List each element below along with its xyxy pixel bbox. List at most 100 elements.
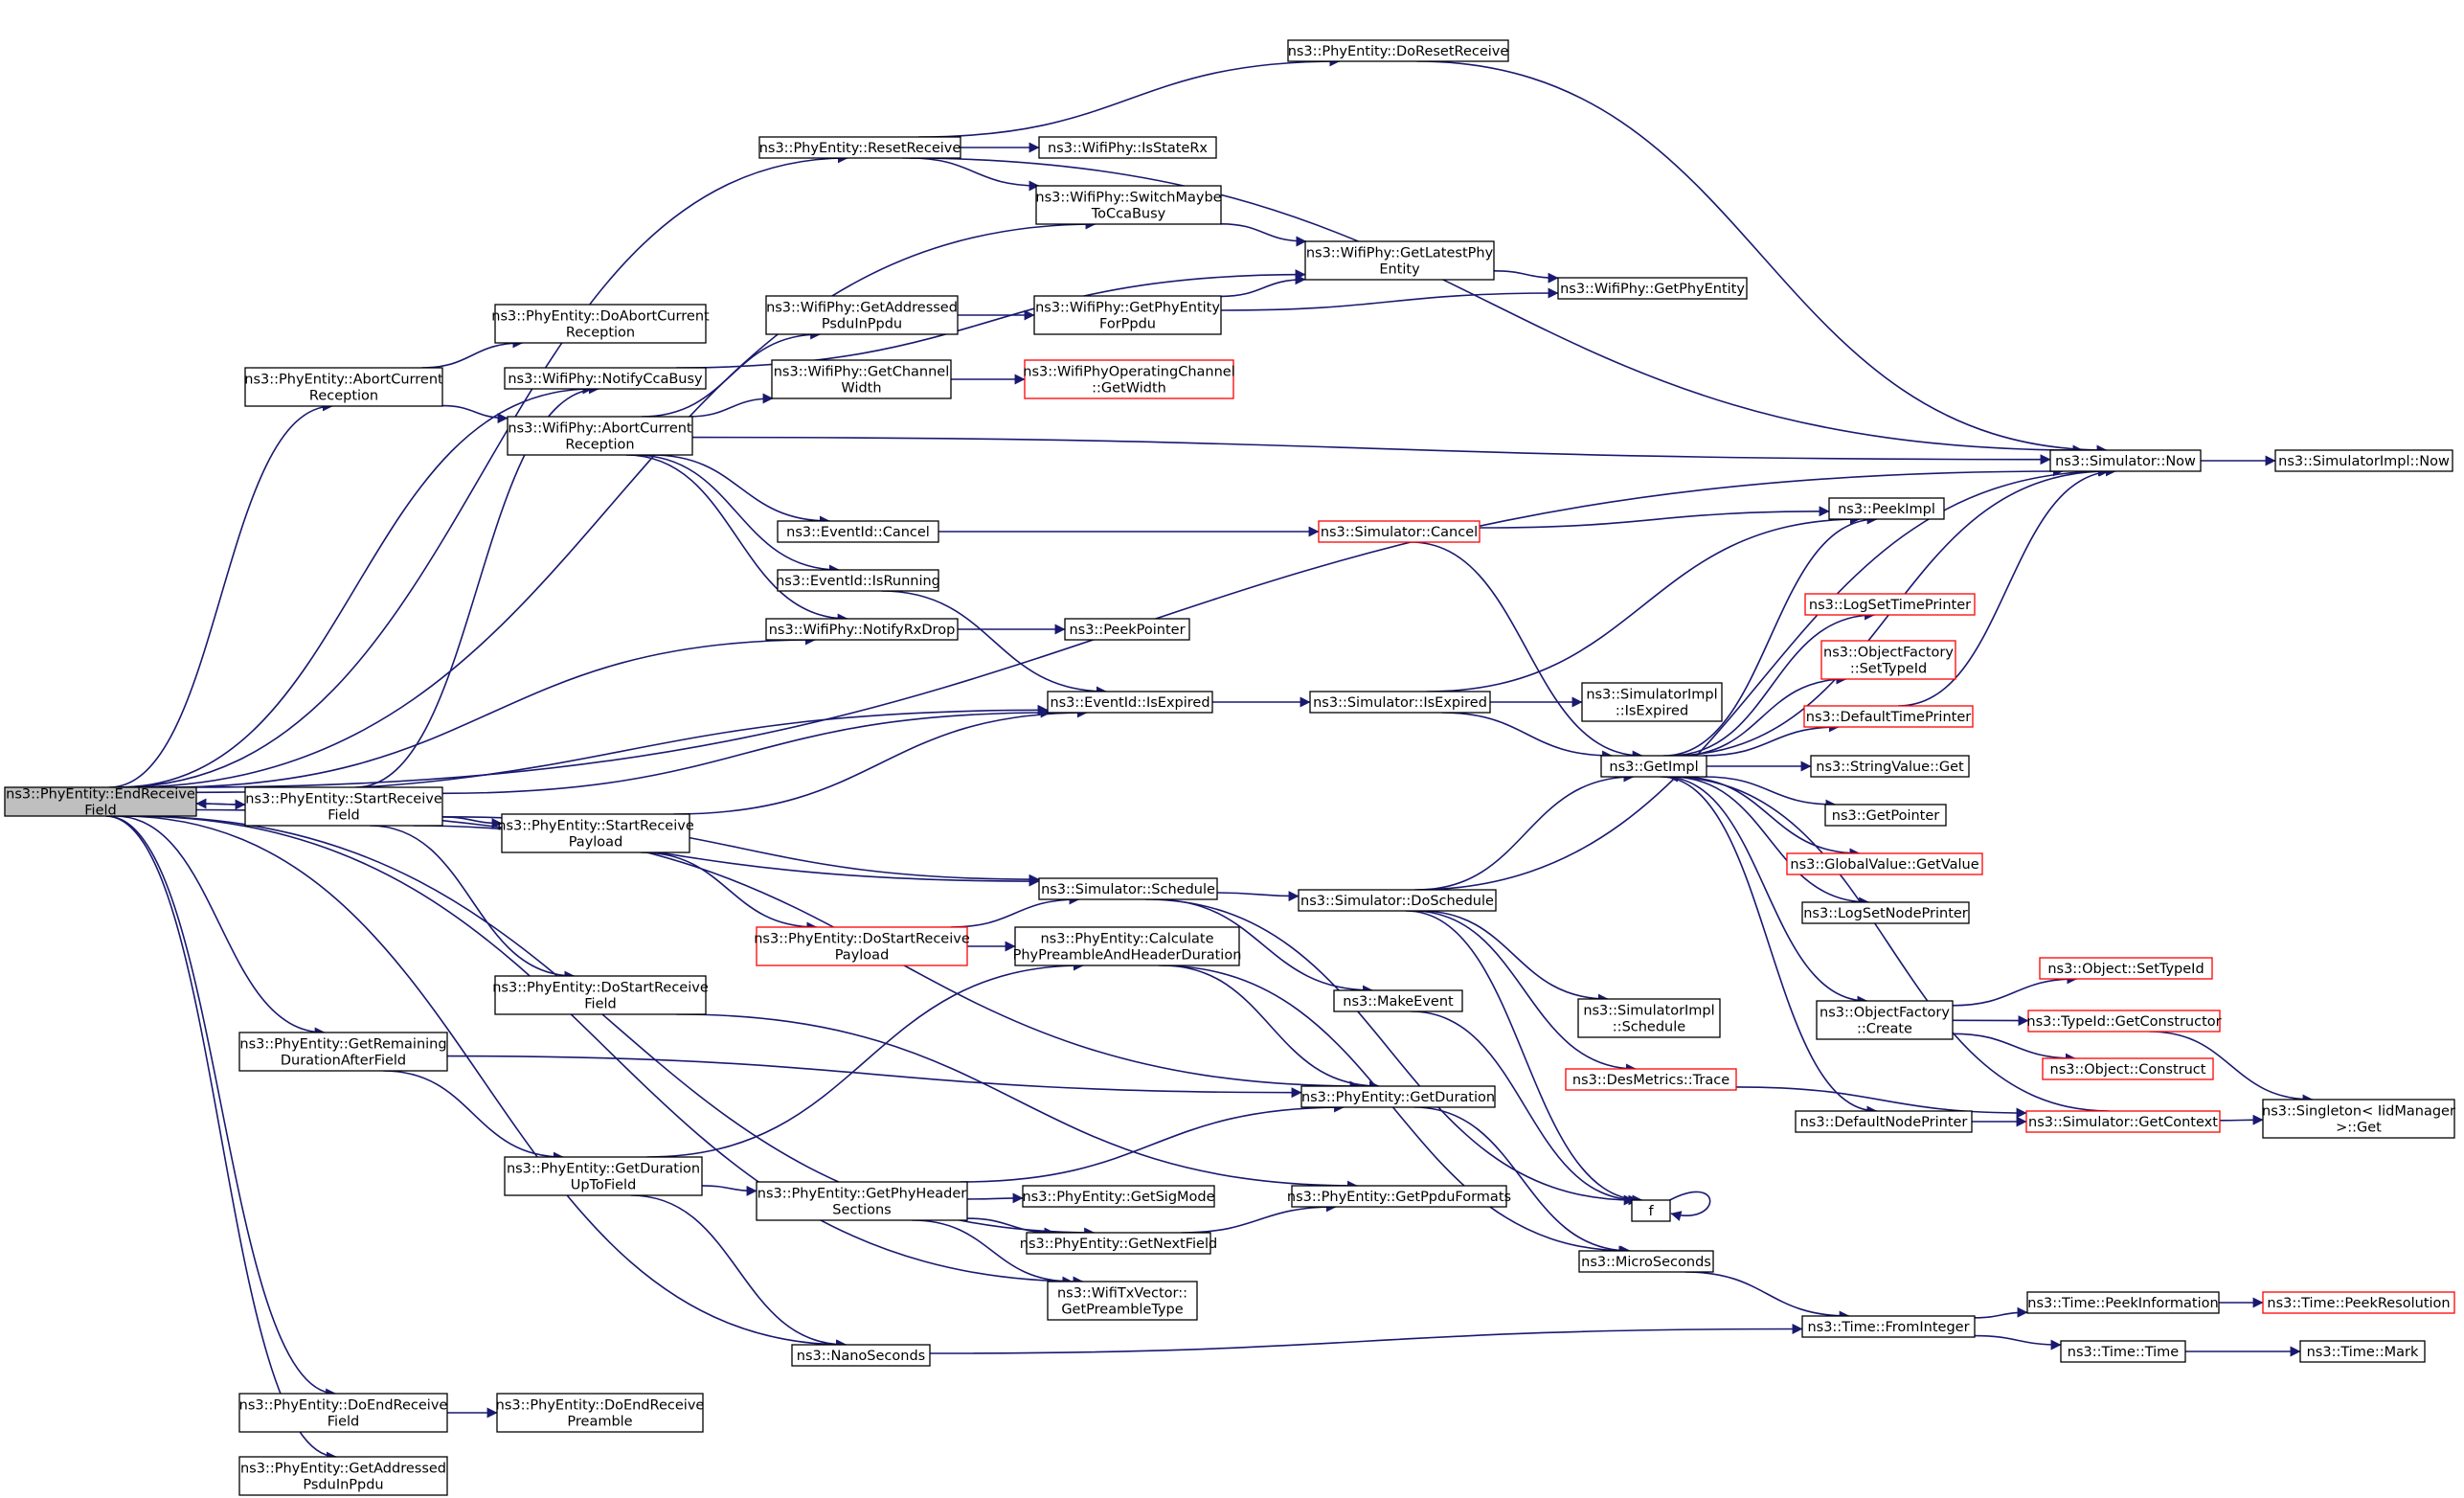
node-label: Sections — [832, 1203, 891, 1218]
function-node[interactable]: ns3::Simulator::IsExpired — [1309, 691, 1491, 714]
function-node[interactable]: ns3::PhyEntity::ResetReceive — [758, 136, 961, 159]
call-edge-n46-n49 — [446, 1055, 1302, 1099]
function-node[interactable]: ns3::SimulatorImpl::IsExpired — [1581, 682, 1723, 722]
call-edge-n58-n56 — [1181, 1201, 1337, 1234]
node-box — [4, 786, 197, 817]
call-edge-n10-n14 — [441, 404, 509, 424]
call-edge-n9-n5 — [1220, 274, 1306, 298]
node-box — [756, 1181, 968, 1221]
function-node[interactable]: ns3::StringValue::Get — [1810, 755, 1970, 778]
function-node[interactable]: ns3::DesMetrics::Trace — [1565, 1068, 1737, 1091]
function-node[interactable]: ns3::Time::PeekResolution — [2262, 1291, 2455, 1314]
function-node[interactable]: ns3::Object::Construct — [2042, 1057, 2214, 1080]
node-box — [2274, 449, 2453, 472]
function-node[interactable]: ns3::PhyEntity::GetDuration — [1300, 1085, 1496, 1108]
function-node[interactable]: ns3::PhyEntity::GetSigMode — [1022, 1185, 1215, 1208]
function-node[interactable]: ns3::PeekImpl — [1828, 497, 1945, 520]
node-box — [1804, 593, 1976, 616]
function-node[interactable]: ns3::Time::PeekInformation — [2026, 1291, 2220, 1314]
function-node[interactable]: ns3::TypeId::GetConstructor — [2026, 1010, 2222, 1033]
function-node[interactable]: ns3::SimulatorImpl::Schedule — [1577, 998, 1721, 1038]
call-edge-n29-n34 — [1678, 776, 1861, 859]
call-edge-n0-n11 — [117, 383, 594, 788]
function-node[interactable]: ns3::WifiPhy::NotifyRxDrop — [765, 618, 959, 641]
node-box — [1014, 926, 1240, 966]
function-node[interactable]: ns3::LogSetTimePrinter — [1804, 593, 1976, 616]
call-edge-n48-n51 — [1735, 1086, 2027, 1119]
function-node[interactable]: ns3::Time::Time — [2060, 1340, 2186, 1363]
function-node[interactable]: ns3::DefaultTimePrinter — [1803, 705, 1974, 728]
function-node[interactable]: ns3::Simulator::DoSchedule — [1298, 889, 1497, 912]
function-node[interactable]: ns3::Time::Mark — [2299, 1340, 2426, 1363]
call-edge-n31-n26 — [441, 707, 1051, 795]
function-node[interactable]: ns3::EventId::IsRunning — [776, 569, 940, 592]
node-label: ns3::EventId::Cancel — [786, 525, 930, 540]
function-node[interactable]: ns3::DefaultNodePrinter — [1795, 1110, 1973, 1133]
function-node[interactable]: ns3::WifiPhy::NotifyCcaBusy — [504, 367, 707, 390]
node-label: ns3::PhyEntity::GetNextField — [1020, 1237, 1217, 1252]
function-node[interactable]: ns3::EventId::Cancel — [777, 520, 939, 543]
function-node[interactable]: ns3::PhyEntity::GetNextField — [1020, 1232, 1217, 1255]
function-node[interactable]: ns3::PhyEntity::CalculatePhyPreambleAndH… — [1013, 926, 1242, 966]
call-edge-n19-n17 — [1479, 506, 1830, 529]
function-node[interactable]: ns3::ObjectFactory::SetTypeId — [1820, 640, 1956, 680]
node-label: ns3::WifiTxVector:: — [1057, 1286, 1187, 1302]
function-node[interactable]: ns3::SimulatorImpl::Now — [2274, 449, 2453, 472]
function-node[interactable]: ns3::GetPointer — [1824, 804, 1947, 827]
function-node[interactable]: ns3::EventId::IsExpired — [1047, 691, 1213, 714]
function-node[interactable]: ns3::ObjectFactory::Create — [1816, 1000, 1954, 1040]
call-edge-n29-n17 — [1662, 513, 1878, 757]
node-box — [1038, 877, 1218, 900]
call-edge-n9-n6 — [1220, 287, 1559, 311]
function-node[interactable]: ns3::Singleton< IidManager >::Get — [2262, 1099, 2455, 1139]
node-label: ns3::PhyEntity::DoEndReceive — [239, 1398, 448, 1414]
function-node[interactable]: ns3::Time::FromInteger — [1801, 1315, 1976, 1338]
call-edge-n14-n8 — [641, 329, 822, 418]
function-node[interactable]: ns3::PhyEntity::DoResetReceive — [1287, 39, 1509, 62]
function-node[interactable]: ns3::Simulator::Cancel — [1318, 520, 1481, 543]
function-node[interactable]: ns3::MicroSeconds — [1578, 1250, 1714, 1273]
function-node[interactable]: ns3::GlobalValue::GetValue — [1786, 852, 1983, 875]
node-box — [1033, 295, 1222, 335]
function-node[interactable]: ns3::WifiPhyOperatingChannel::GetWidth — [1023, 359, 1235, 399]
function-node[interactable]: f — [1631, 1199, 1671, 1222]
function-node[interactable]: ns3::WifiPhy::IsStateRx — [1038, 136, 1217, 159]
function-node[interactable]: ns3::WifiPhy::GetPhyEntity — [1557, 277, 1748, 300]
call-edge-n1-n15 — [902, 157, 2084, 456]
function-node[interactable]: ns3::PhyEntity::GetRemainingDurationAfte… — [238, 1032, 448, 1072]
function-node[interactable]: ns3::MakeEvent — [1333, 989, 1463, 1012]
function-node[interactable]: ns3::Simulator::Now — [2049, 449, 2202, 472]
function-node[interactable]: ns3::Object::SetTypeId — [2039, 957, 2213, 980]
function-node[interactable]: ns3::Simulator::Schedule — [1038, 877, 1218, 900]
function-node[interactable]: ns3::PhyEntity::GetPpduFormats — [1287, 1185, 1511, 1208]
function-node[interactable]: ns3::GetImpl — [1600, 755, 1707, 778]
call-edge-n29-n20 — [1668, 609, 1876, 757]
call-edge-n35-n36 — [1216, 891, 1300, 902]
function-node[interactable]: ns3::LogSetNodePrinter — [1801, 901, 1970, 924]
function-node[interactable]: ns3::WifiTxVector::GetPreambleType — [1047, 1281, 1198, 1321]
node-box — [1300, 1085, 1496, 1108]
call-edge-n0-n67 — [105, 815, 337, 1399]
node-box — [238, 1393, 448, 1433]
function-node[interactable]: ns3::PeekPointer — [1064, 618, 1190, 641]
function-node[interactable]: ns3::Simulator::GetContext — [2025, 1110, 2221, 1133]
function-node[interactable]: ns3::NanoSeconds — [791, 1344, 931, 1367]
